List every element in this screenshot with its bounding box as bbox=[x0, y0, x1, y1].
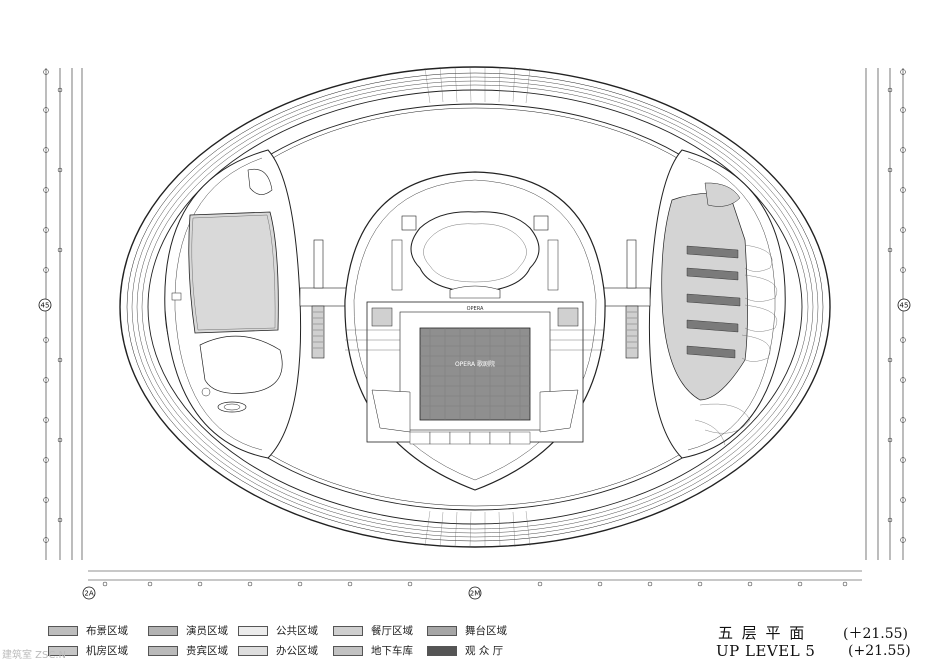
legend-label: 观 众 厅 bbox=[465, 645, 504, 657]
legend-label: 演员区域 bbox=[186, 625, 228, 637]
central-opera-block bbox=[344, 171, 606, 491]
legend-swatch bbox=[333, 645, 363, 656]
left-axis-label: 45 bbox=[41, 302, 50, 310]
legend-item-vip: 贵宾区域 bbox=[148, 643, 228, 658]
left-dimension-lines bbox=[45, 68, 83, 560]
legend-item-stage: 舞台区域 bbox=[427, 623, 507, 638]
bottom-axis-markers bbox=[82, 586, 482, 600]
legend-item-public: 公共区域 bbox=[238, 623, 318, 638]
right-axis-label: 45 bbox=[900, 302, 909, 310]
right-wing-stepped-blocks bbox=[686, 245, 741, 359]
legend-item-office: 办公区域 bbox=[238, 643, 318, 658]
bottom-left-axis-label: 2A bbox=[84, 590, 93, 598]
bottom-center-axis-label: 2M bbox=[470, 590, 481, 598]
legend-swatch bbox=[148, 645, 178, 656]
elevation-en: (+21.55) bbox=[848, 643, 911, 659]
legend-swatch bbox=[238, 625, 268, 636]
right-axis-marker bbox=[897, 298, 911, 312]
legend-label: 公共区域 bbox=[276, 625, 318, 637]
legend-item-scenery: 布景区域 bbox=[48, 623, 128, 638]
right-wing-contours bbox=[694, 244, 778, 446]
legend-swatch bbox=[238, 645, 268, 656]
opera-top-label: OPERA bbox=[467, 306, 484, 312]
elevation-cn: (＋21.55) bbox=[843, 626, 909, 642]
watermark: 建筑室 ZSC.N bbox=[2, 650, 67, 661]
lower-room-strip bbox=[409, 431, 531, 445]
legend-swatch bbox=[333, 625, 363, 636]
legend-item-garage: 地下车库 bbox=[333, 643, 413, 658]
legend-label: 办公区域 bbox=[276, 645, 318, 657]
legend-swatch bbox=[427, 645, 457, 656]
legend-swatch bbox=[148, 625, 178, 636]
legend-item-restaurant: 餐厅区域 bbox=[333, 623, 413, 638]
bottom-dimension-lines bbox=[88, 570, 862, 581]
legend-item-machine-room: 机房区域 bbox=[48, 643, 128, 658]
legend-item-performer: 演员区域 bbox=[148, 623, 228, 638]
legend-swatch bbox=[427, 625, 457, 636]
floor-plan-drawing: 45 45 2A 2M bbox=[38, 66, 911, 600]
legend-swatch bbox=[48, 645, 78, 656]
legend: 布景区域 演员区域 公共区域 餐厅区域 舞台区域 机房区域 贵宾区域 办公区域 … bbox=[0, 610, 950, 671]
legend-label: 餐厅区域 bbox=[371, 625, 413, 637]
floor-title-en: UP LEVEL 5 bbox=[716, 642, 816, 660]
right-axis-ticks bbox=[887, 69, 906, 543]
bottom-axis-ticks bbox=[102, 581, 848, 587]
right-wing-hall bbox=[648, 149, 786, 459]
connecting-bridges bbox=[299, 239, 651, 359]
opera-hall-label: OPERA 歌剧院 bbox=[455, 360, 495, 368]
floor-title-cn: 五 层 平 面 bbox=[718, 624, 807, 642]
right-dimension-lines bbox=[865, 68, 904, 560]
left-wing-hall bbox=[164, 149, 302, 459]
legend-label: 舞台区域 bbox=[465, 625, 507, 637]
legend-item-auditorium: 观 众 厅 bbox=[427, 643, 503, 658]
left-axis-ticks bbox=[43, 69, 63, 543]
legend-label: 贵宾区域 bbox=[186, 645, 228, 657]
bridge-stair-hatch bbox=[313, 311, 637, 349]
legend-label: 布景区域 bbox=[86, 625, 128, 637]
roof-truss-segments bbox=[424, 66, 531, 548]
left-axis-marker bbox=[38, 298, 52, 312]
legend-swatch bbox=[48, 625, 78, 636]
legend-label: 机房区域 bbox=[86, 645, 128, 657]
legend-label: 地下车库 bbox=[371, 645, 413, 657]
